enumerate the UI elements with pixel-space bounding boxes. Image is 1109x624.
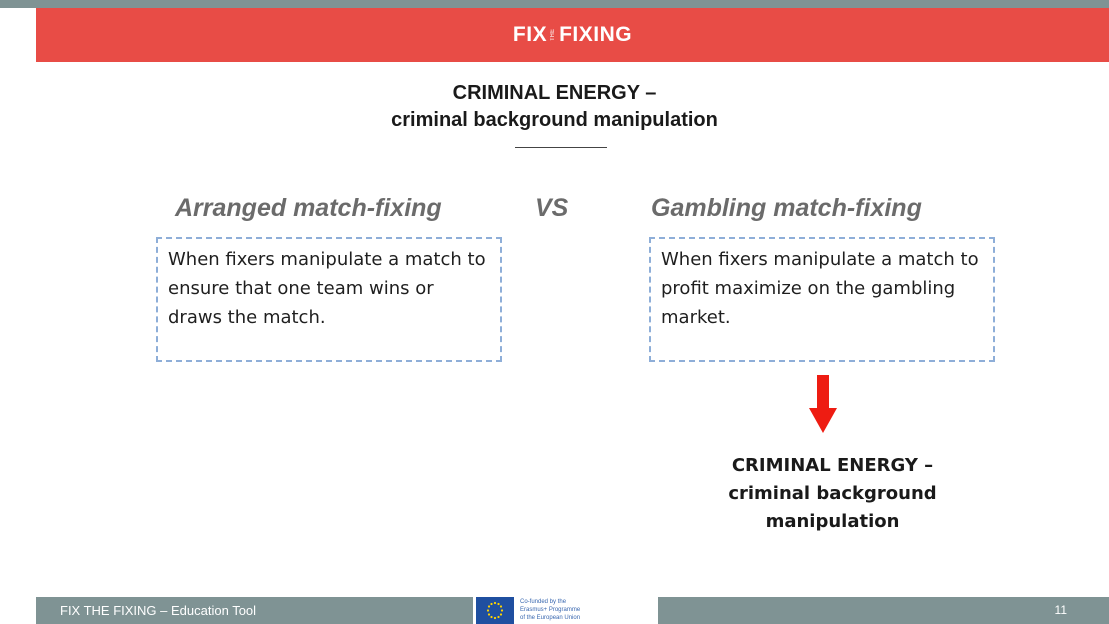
criminal-energy-result: CRIMINAL ENERGY – criminal background ma…: [700, 452, 965, 536]
gambling-heading: Gambling match-fixing: [651, 194, 922, 222]
header-bar: FIX THE FIXING: [36, 8, 1109, 62]
arranged-definition-text: When fixers manipulate a match to ensure…: [168, 249, 486, 328]
vs-label: VS: [535, 194, 569, 222]
page-number: 11: [1054, 603, 1067, 617]
gambling-definition-text: When fixers manipulate a match to profit…: [661, 249, 979, 328]
top-strip: [0, 0, 1109, 8]
footer-right-bar: 11: [658, 597, 1109, 624]
slide-title-line1: CRIMINAL ENERGY –: [452, 82, 657, 104]
title-divider: [515, 147, 607, 148]
arranged-definition-box: When fixers manipulate a match to ensure…: [156, 237, 502, 362]
logo-mid-text: THE: [550, 29, 557, 41]
down-arrow-icon: [809, 375, 837, 433]
footer-left-bar: FIX THE FIXING – Education Tool: [36, 597, 473, 624]
eu-flag-icon: [476, 597, 514, 624]
footer-title: FIX THE FIXING – Education Tool: [60, 603, 257, 618]
eu-text-line3: of the European Union: [520, 615, 581, 621]
slide-title-line2: criminal background manipulation: [391, 109, 718, 131]
result-line2: criminal background: [728, 483, 937, 504]
erasmus-logo: Co-funded by the Erasmus+ Programme of t…: [476, 597, 656, 624]
gambling-definition-box: When fixers manipulate a match to profit…: [649, 237, 995, 362]
arranged-heading: Arranged match-fixing: [175, 194, 442, 222]
eu-text-line1: Co-funded by the: [520, 599, 567, 605]
result-line1: CRIMINAL ENERGY –: [731, 455, 934, 476]
eu-funding-text: Co-funded by the Erasmus+ Programme of t…: [520, 598, 580, 622]
logo-right-text: FIXING: [559, 23, 633, 46]
fix-the-fixing-logo: FIX THE FIXING: [36, 8, 1109, 62]
eu-text-line2: Erasmus+ Programme: [520, 607, 581, 613]
logo-left-text: FIX: [512, 23, 548, 46]
result-line3: manipulation: [765, 511, 900, 532]
